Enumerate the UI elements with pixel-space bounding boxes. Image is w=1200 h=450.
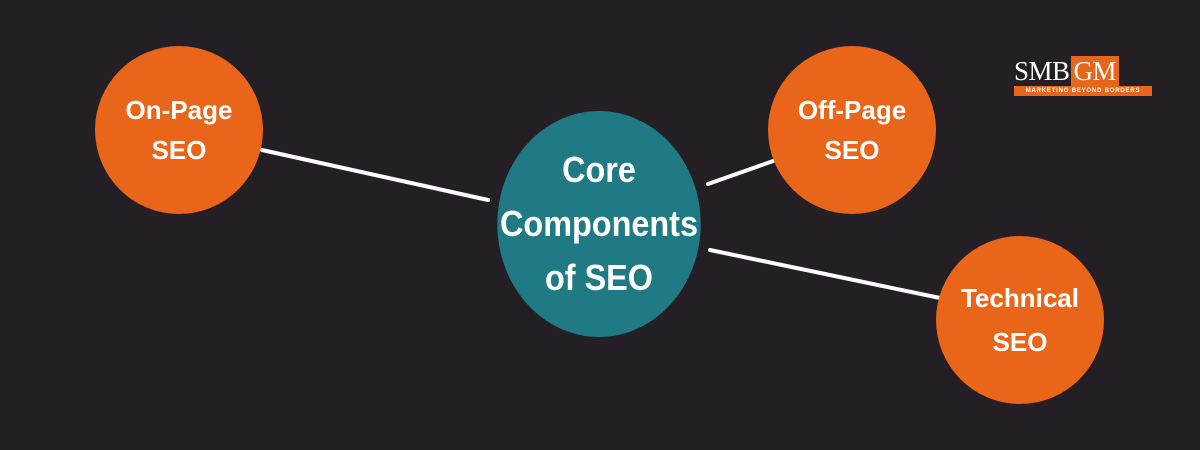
on-page-seo-node: On-Page SEO (95, 46, 263, 214)
connector-on-page (260, 148, 490, 202)
logo-tagline: MARKETING BEYOND BORDERS (1014, 86, 1152, 96)
connector-technical (708, 248, 942, 300)
off-page-seo-label: Off-Page SEO (797, 95, 907, 165)
logo-wordmark: SMB GM (1014, 56, 1120, 86)
technical-seo-label: Technical SEO (960, 283, 1079, 357)
logo-wordmark-gm: GM (1070, 56, 1120, 86)
core-components-node: Core Components of SEO (497, 111, 701, 337)
smbgm-logo: SMB GM MARKETING BEYOND BORDERS (1014, 56, 1152, 96)
connector-off-page (706, 158, 778, 186)
core-components-label: Core Components of SEO (500, 149, 698, 298)
technical-seo-node: Technical SEO (936, 236, 1104, 404)
logo-wordmark-smb: SMB (1014, 56, 1070, 86)
on-page-seo-label: On-Page SEO (125, 95, 233, 165)
off-page-seo-node: Off-Page SEO (768, 46, 936, 214)
